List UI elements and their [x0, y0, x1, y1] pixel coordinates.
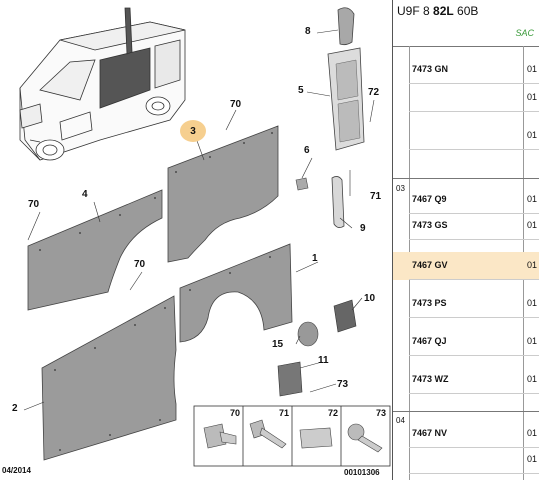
callout-73: 73	[337, 379, 349, 390]
fastener-label-73: 73	[376, 408, 387, 418]
part-quantity: 01	[527, 130, 538, 140]
part-number: 7467 NV	[412, 428, 448, 438]
callout-3-highlight: 3	[180, 120, 206, 142]
part-quantity: 01	[527, 374, 538, 384]
part-quantity: 01	[527, 336, 538, 346]
reference-code-prefix: U9F 8	[397, 4, 434, 18]
part-row[interactable]: 7473 WZ 01	[393, 366, 539, 394]
part-quantity: 01	[527, 298, 538, 308]
part-number: 7467 GV	[412, 260, 448, 270]
reference-code: U9F 8 82L 60B	[397, 4, 478, 18]
fastener-label-70: 70	[230, 408, 241, 418]
callout-72: 72	[368, 87, 380, 98]
part-row[interactable]: 7467 GV 01	[393, 252, 539, 280]
part-number: 7467 Q9	[412, 194, 447, 204]
part-number: 7473 GN	[412, 64, 449, 74]
part-6-clip	[295, 177, 309, 191]
callout-70-mid: 70	[134, 259, 146, 270]
row-separator	[409, 279, 539, 280]
callout-9: 9	[360, 223, 366, 234]
part-row[interactable]: 7467 NV 01	[393, 420, 539, 448]
leader-lines	[23, 29, 375, 411]
part-quantity: 01	[527, 92, 538, 102]
row-separator	[409, 393, 539, 394]
group-divider-03	[393, 178, 539, 179]
side-panel-3	[167, 125, 279, 263]
callout-70-top: 70	[230, 99, 242, 110]
row-separator	[409, 83, 539, 84]
side-panel-4	[27, 189, 163, 311]
row-separator	[409, 473, 539, 474]
part-row[interactable]: 7473 GS 01	[393, 212, 539, 240]
part-row[interactable]: 01	[393, 446, 539, 474]
callout-2: 2	[12, 403, 18, 414]
part-15-cover	[297, 321, 319, 347]
fastener-label-71: 71	[279, 408, 290, 418]
part-11-handle	[277, 361, 303, 397]
part-row[interactable]: 7473 PS 01	[393, 290, 539, 318]
reference-code-bold: 82L	[433, 4, 454, 18]
reference-code-suffix: 60B	[453, 4, 479, 18]
part-quantity: 01	[527, 260, 538, 270]
rivet-dots	[39, 132, 273, 451]
part-quantity: 01	[527, 454, 538, 464]
part-9-trim	[331, 176, 345, 228]
callout-70-left: 70	[28, 199, 40, 210]
callout-71: 71	[370, 191, 382, 202]
fastener-label-72: 72	[328, 408, 339, 418]
row-separator	[409, 149, 539, 150]
callout-15: 15	[272, 339, 284, 350]
part-number: 7467 QJ	[412, 336, 447, 346]
callout-4: 4	[82, 189, 88, 200]
side-panel-1	[179, 243, 293, 343]
diagram-drawing	[19, 7, 391, 467]
row-separator	[409, 239, 539, 240]
row-separator	[409, 317, 539, 318]
group-divider-04	[393, 411, 539, 412]
row-separator	[409, 111, 539, 112]
parts-diagram: 3 1 2 4 5 6 8 9 10 11 15 70 70 70 71 72 …	[2, 7, 391, 477]
part-quantity: 01	[527, 428, 538, 438]
diagram-code: 00101306	[344, 468, 380, 477]
van-illustration	[19, 7, 186, 161]
row-separator	[409, 213, 539, 214]
part-number: 7473 GS	[412, 220, 448, 230]
group-number-04: 04	[396, 416, 405, 425]
part-row[interactable]: 7467 QJ 01	[393, 328, 539, 356]
callout-11: 11	[318, 355, 329, 366]
group-number-03: 03	[396, 184, 405, 193]
callout-6: 6	[304, 145, 310, 156]
fastener-legend	[193, 405, 391, 467]
diagram-date: 04/2014	[2, 466, 31, 475]
part-5-vent	[327, 47, 365, 151]
callout-5: 5	[298, 85, 304, 96]
part-row[interactable]: 01	[393, 122, 539, 150]
part-row[interactable]: 7467 Q9 01	[393, 186, 539, 214]
row-separator	[409, 355, 539, 356]
part-10-switch	[333, 299, 357, 333]
sac-label: SAC	[515, 28, 534, 38]
callout-10: 10	[364, 293, 376, 304]
part-quantity: 01	[527, 220, 538, 230]
part-number: 7473 WZ	[412, 374, 449, 384]
callout-8: 8	[305, 26, 311, 37]
part-row[interactable]: 01	[393, 84, 539, 112]
part-quantity: 01	[527, 64, 538, 74]
part-quantity: 01	[527, 194, 538, 204]
side-panel-2	[41, 295, 177, 461]
part-8-cap	[337, 7, 355, 46]
panel-header: U9F 8 82L 60B SAC	[393, 0, 539, 47]
row-separator	[409, 447, 539, 448]
part-number: 7473 PS	[412, 298, 447, 308]
part-row[interactable]: 7473 GN 01	[393, 56, 539, 84]
callout-1: 1	[312, 253, 318, 264]
